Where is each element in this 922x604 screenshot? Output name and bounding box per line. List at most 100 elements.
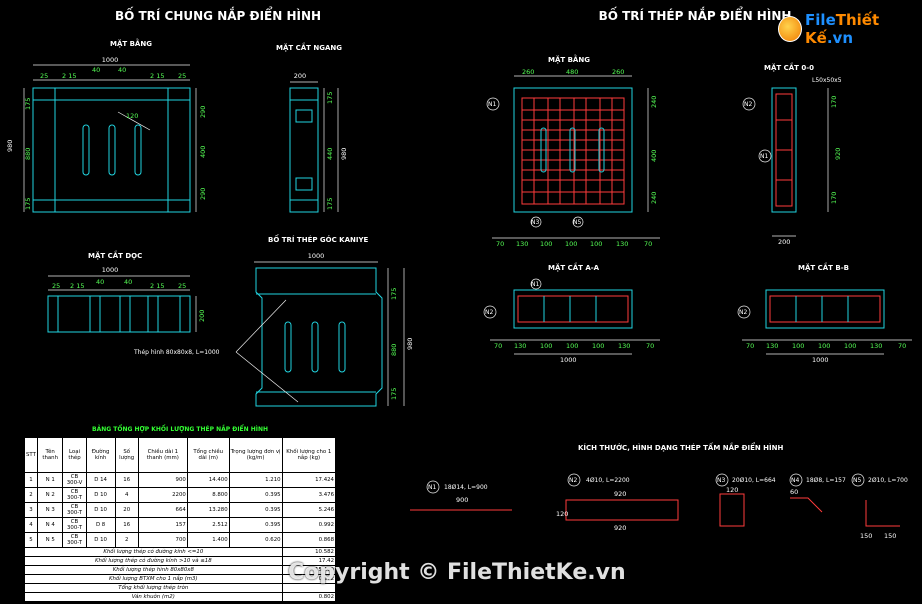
table-cell: 3 <box>24 502 38 518</box>
table-cell: 16 <box>114 472 139 488</box>
table-cell: D 10 <box>85 502 116 518</box>
dim-bb-70b: 70 <box>898 342 906 350</box>
dim-00-200: 200 <box>778 238 790 246</box>
rebar-n3-label: 20Ø10, L=664 <box>732 477 776 484</box>
table-cell: 3.476 <box>281 487 337 503</box>
dim-plan-175b: 175 <box>24 198 32 210</box>
dim-plan-25a: 25 <box>40 72 48 80</box>
angle-steel-view: BỐ TRÍ THÉP GÓC KANIYE 1000 Thép hình 80… <box>133 234 414 407</box>
dim-cs-980: 980 <box>340 148 348 160</box>
mark-n3-plan: N3 <box>531 219 539 226</box>
rebar-n2-label: 4Ø10, L=2200 <box>586 477 630 484</box>
dim-ls-40a: 40 <box>96 278 104 286</box>
th-tong-chieu-dai: Tổng chiều dài (m) <box>186 437 230 473</box>
dim-n2-120: 120 <box>556 510 568 518</box>
dim-aa-70a: 70 <box>494 342 502 350</box>
dim-bb-100a: 100 <box>792 342 804 350</box>
dim-aa-70b: 70 <box>646 342 654 350</box>
table-cell: CB 300-T <box>62 532 87 548</box>
table-cell: 4 <box>114 487 139 503</box>
th-ten-thanh: Tên thanh <box>36 437 64 473</box>
dim-aa-100a: 100 <box>540 342 552 350</box>
table-header-row: STT Tên thanh Loại thép Đường kính Số lư… <box>24 437 337 473</box>
table-cell: CB 300-T <box>62 517 87 533</box>
table-title: BẢNG TỔNG HỢP KHỐI LƯỢNG THÉP NẮP ĐIỂN H… <box>92 426 269 433</box>
table-cell: 16 <box>114 517 139 533</box>
table-cell: CB 300-V <box>62 472 87 488</box>
rebar-n5-label: 2Ø10, L=700 <box>868 477 908 484</box>
table-cell: 1 <box>24 472 38 488</box>
logo-text: FileThiết Kế.vn <box>805 11 922 47</box>
section-aa-label: MẶT CẮT A-A <box>548 262 600 272</box>
table-cell: 8.800 <box>186 487 230 503</box>
section-aa-view: MẶT CẮT A-A N2 N1 70 130 100 100 100 130… <box>483 262 660 364</box>
dim-rp-130a: 130 <box>516 240 528 248</box>
dim-plan-215b: 2 15 <box>150 72 164 80</box>
left-title: BỐ TRÍ CHUNG NẮP ĐIỂN HÌNH <box>115 6 321 23</box>
th-chieu-dai: Chiều dài 1 thanh (mm) <box>137 437 188 473</box>
dim-n1-900: 900 <box>456 496 468 504</box>
dim-plan-290b: 290 <box>199 188 207 200</box>
mark-n2-00: N2 <box>744 101 752 108</box>
rebar-shapes: KÍCH THƯỚC, HÌNH DẠNG THÉP TẤM NẮP ĐIỂN … <box>410 442 908 540</box>
summary-value: 0.802 <box>281 592 337 602</box>
logo-suffix: .vn <box>826 29 853 47</box>
angle-tag: L50x50x5 <box>812 77 842 84</box>
summary-label: Khối lượng thép có đường kính >10 và ≤18 <box>24 556 283 566</box>
plan-view-label: MẶT BẰNG <box>110 38 152 48</box>
table-cell: 5 <box>24 532 38 548</box>
logo-part2: Thiết Kế <box>805 11 880 47</box>
dim-bb-70a: 70 <box>746 342 754 350</box>
table-cell: 2 <box>24 487 38 503</box>
dim-n4-60: 60 <box>790 488 798 496</box>
table-cell: N 4 <box>36 517 64 533</box>
logo-part1: File <box>805 11 836 29</box>
dim-ls-215b: 2 15 <box>150 282 164 290</box>
dim-plan-290a: 290 <box>199 106 207 118</box>
mark-n2-aa: N2 <box>485 309 493 316</box>
dim-n3-162: 120 <box>726 486 738 494</box>
mark-n5-plan: N5 <box>573 219 581 226</box>
dim-plan-25b: 25 <box>178 72 186 80</box>
mark-n1-00: N1 <box>760 153 768 160</box>
cross-section-view: MẶT CẮT NGANG 200 175 440 175 980 <box>276 42 348 213</box>
table-cell: 0.620 <box>228 532 283 548</box>
table-cell: D 14 <box>85 472 116 488</box>
summary-value: 10.582 <box>281 547 337 557</box>
summary-label: Khối lượng BTXM cho 1 nắp (m3) <box>24 574 283 584</box>
dim-rp-240a: 240 <box>650 96 658 108</box>
th-khoi-luong: Khối lượng cho 1 nắp (kg) <box>281 437 337 473</box>
dim-plan-980: 980 <box>6 140 14 152</box>
dim-n5-150b: 150 <box>884 532 896 540</box>
table-cell: N 2 <box>36 487 64 503</box>
dim-rp-70b: 70 <box>644 240 652 248</box>
table-cell: 4 <box>24 517 38 533</box>
dim-rp-100c: 100 <box>590 240 602 248</box>
mark-n5-shape: N5 <box>853 477 861 484</box>
dim-ls-25a: 25 <box>52 282 60 290</box>
table-cell: D 10 <box>85 487 116 503</box>
table-cell: D 8 <box>85 517 116 533</box>
mark-n3-shape: N3 <box>717 477 725 484</box>
dim-bb-130b: 130 <box>870 342 882 350</box>
dim-plan-175a: 175 <box>24 98 32 110</box>
dim-plan-40b: 40 <box>118 66 126 74</box>
dim-ls-1000: 1000 <box>102 266 119 274</box>
dim-rp-70a: 70 <box>496 240 504 248</box>
dim-aa-100b: 100 <box>566 342 578 350</box>
table-cell: 700 <box>137 532 188 548</box>
mark-n2-shape: N2 <box>569 477 577 484</box>
summary-row: Ván khuôn (m2)0.802 <box>24 592 337 602</box>
logo-icon <box>778 16 803 42</box>
dim-cs-200: 200 <box>294 72 306 80</box>
table-cell: N 5 <box>36 532 64 548</box>
copyright-watermark: Copyright © FileThietKe.vn <box>288 560 626 585</box>
dim-rp-130b: 130 <box>616 240 628 248</box>
right-title: BỐ TRÍ THÉP NẮP ĐIỂN HÌNH <box>599 6 792 23</box>
dim-n5-150a: 150 <box>860 532 872 540</box>
table-cell: CB 300-T <box>62 487 87 503</box>
dim-rp-260b: 260 <box>612 68 624 76</box>
